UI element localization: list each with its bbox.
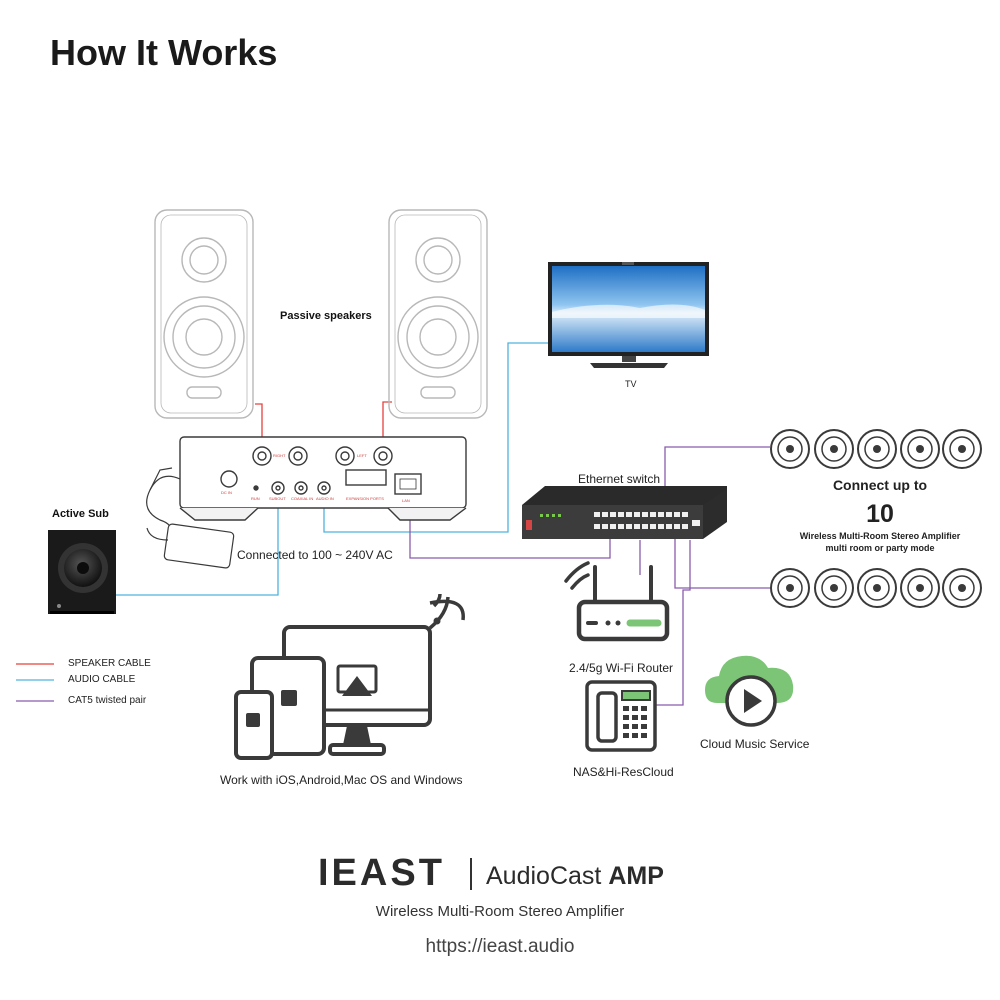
legend-speaker-cable: SPEAKER CABLE — [68, 658, 151, 669]
product-name-prefix: AudioCast — [486, 862, 602, 890]
connect-count: 10 — [866, 500, 894, 528]
active-sub-label: Active Sub — [52, 508, 109, 520]
legend-cat5: CAT5 twisted pair — [68, 695, 147, 706]
devices-label: Work with iOS,Android,Mac OS and Windows — [220, 773, 463, 787]
devices-icon — [234, 593, 465, 760]
product-subtitle: Wireless Multi-Room Stereo Amplifier — [375, 903, 625, 920]
legend-swatches — [16, 663, 54, 702]
speaker-right-icon — [388, 209, 488, 419]
amp-port-expansion: EXPANSION PORTS — [346, 496, 384, 501]
nas-icon — [585, 680, 657, 752]
connect-up-to-label: Connect up to — [832, 477, 928, 493]
product-name: AudioCast AMP — [486, 862, 664, 891]
ethernet-switch-icon — [522, 486, 727, 539]
brand-logo: IEAST — [318, 852, 445, 894]
amp-array-top-icon — [770, 429, 982, 469]
amp-port-dc-in: DC IN — [221, 490, 232, 495]
brand-separator — [470, 858, 472, 890]
passive-speakers-label: Passive speakers — [280, 310, 372, 322]
power-label: Connected to 100 ~ 240V AC — [237, 548, 393, 562]
speaker-left-icon — [154, 209, 254, 419]
cat5-cable — [409, 446, 770, 706]
connect-desc-line1: Wireless Multi-Room Stereo Amplifier — [799, 531, 961, 541]
tv-icon — [548, 262, 709, 368]
amp-port-run: RUN — [251, 496, 260, 501]
app-logo-icon — [246, 690, 297, 727]
cloud-label: Cloud Music Service — [700, 737, 810, 751]
page-title: How It Works — [50, 32, 278, 73]
legend-audio-cable: AUDIO CABLE — [68, 674, 136, 685]
router-icon — [564, 561, 670, 642]
nas-label: NAS&Hi-ResCloud — [573, 765, 674, 779]
amp-array-bottom-icon — [770, 568, 982, 608]
airplay-icon — [336, 664, 378, 696]
amp-port-audio-in: AUDIO IN — [316, 496, 334, 501]
router-label: 2.4/5g Wi-Fi Router — [569, 661, 674, 675]
website-link[interactable]: https://ieast.audio — [425, 936, 575, 957]
product-name-suffix: AMP — [608, 862, 664, 890]
power-adapter-icon — [146, 467, 235, 569]
amp-port-right: RIGHT — [273, 453, 286, 458]
audio-cable — [115, 342, 548, 596]
amp-port-subout: SUBOUT — [269, 496, 286, 501]
amp-port-lan: LAN — [402, 498, 410, 503]
tv-label: TV — [625, 379, 637, 389]
amp-port-left: LEFT — [357, 453, 367, 458]
cloud-music-icon — [705, 655, 794, 727]
active-sub-icon — [48, 530, 116, 614]
ethernet-switch-label: Ethernet switch — [578, 472, 661, 486]
amplifier-icon — [179, 436, 467, 521]
connect-desc-line2: multi room or party mode — [825, 543, 935, 553]
amp-port-coaxial: COAXIAL IN — [291, 496, 314, 501]
